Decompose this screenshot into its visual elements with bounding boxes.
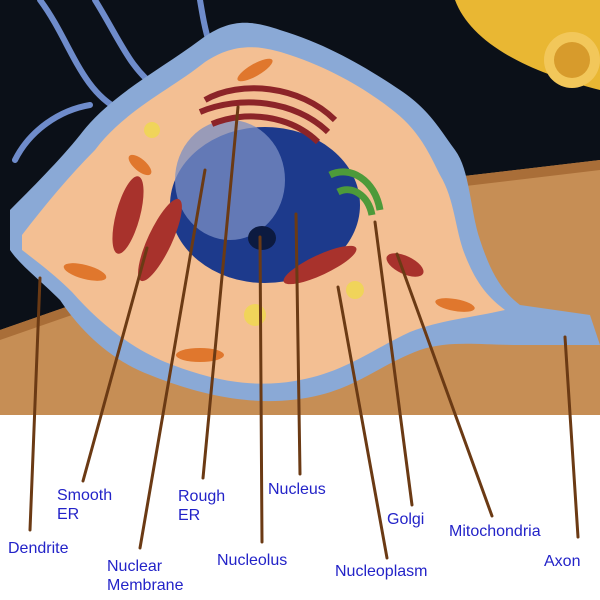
label-nucleolus: Nucleolus (217, 552, 288, 569)
label-golgi: Golgi (387, 511, 425, 528)
label-mitochondria: Mitochondria (449, 523, 541, 540)
label-nuclear-membrane: Nuclear Membrane (107, 558, 184, 594)
label-dendrite: Dendrite (8, 540, 69, 557)
neuron-model-photo (0, 0, 600, 415)
label-nucleus: Nucleus (268, 481, 326, 498)
label-smooth-er: Smooth ER (57, 487, 113, 523)
label-axon: Axon (544, 553, 581, 570)
label-rough-er: Rough ER (178, 488, 226, 524)
label-nucleoplasm: Nucleoplasm (335, 563, 428, 580)
golgi-stacks (328, 168, 384, 216)
